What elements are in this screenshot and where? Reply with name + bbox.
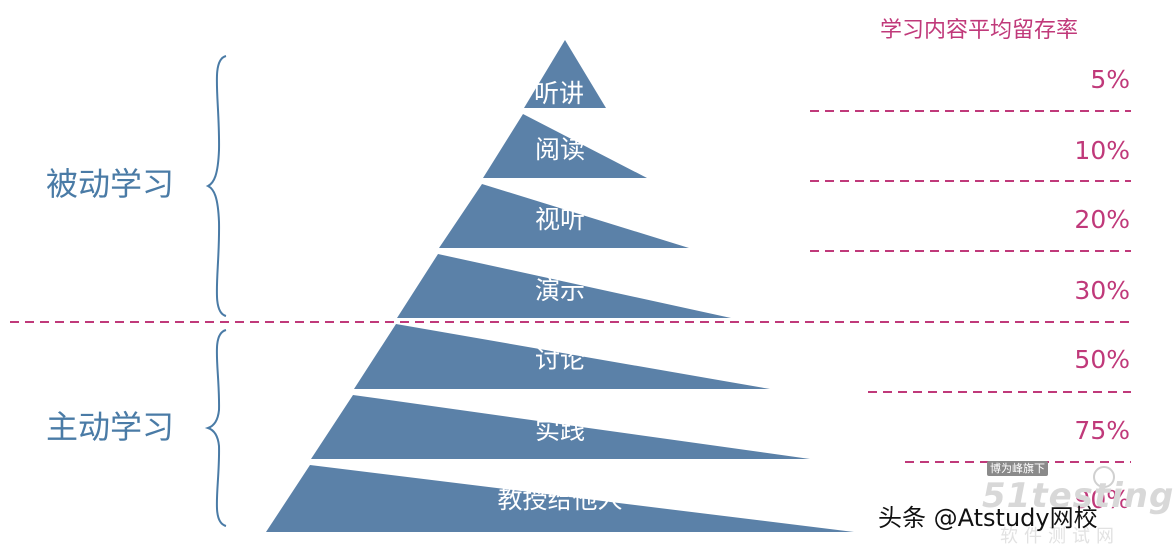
- pyramid-tier-4: [397, 254, 731, 318]
- logo-badge: 博为峰旗下: [987, 461, 1048, 476]
- rate-5: 50%: [1074, 345, 1130, 374]
- logo-subtitle: 软件测试网: [1000, 526, 1120, 547]
- passive-brace: [205, 55, 227, 317]
- logo-magnifier-icon: [1093, 466, 1115, 488]
- tier-label-2: 阅读: [534, 135, 585, 164]
- tier-label-4: 演示: [534, 276, 585, 305]
- rate-4: 30%: [1074, 276, 1130, 305]
- rate-1: 5%: [1090, 65, 1130, 94]
- rate-3: 20%: [1074, 205, 1130, 234]
- pyramid-tier-5: [354, 324, 770, 389]
- pyramid-tier-2: [483, 114, 647, 178]
- tier-label-1: 听讲: [533, 79, 584, 108]
- pyramid-tier-3: [439, 184, 689, 248]
- watermark-text: 头条 @Atstudy网校: [878, 504, 1098, 532]
- retention-rate-header: 学习内容平均留存率: [880, 18, 1079, 43]
- pyramid-tier-6: [311, 395, 810, 459]
- rate-2: 10%: [1074, 136, 1130, 165]
- group-label-passive: 被动学习: [46, 165, 175, 203]
- group-label-active: 主动学习: [46, 408, 175, 446]
- rate-7: 90%: [1074, 485, 1130, 514]
- tier-label-6: 实践: [534, 416, 585, 445]
- logo-51testing: 51testing: [982, 476, 1173, 516]
- tier-label-3: 视听: [534, 205, 585, 234]
- tier-label-5: 讨论: [534, 345, 585, 374]
- tier-label-7: 教授给他人: [497, 485, 623, 514]
- rate-6: 75%: [1074, 416, 1130, 445]
- pyramid-tier-1: [524, 40, 606, 108]
- active-brace: [204, 329, 227, 527]
- pyramid-tier-7: [266, 465, 854, 532]
